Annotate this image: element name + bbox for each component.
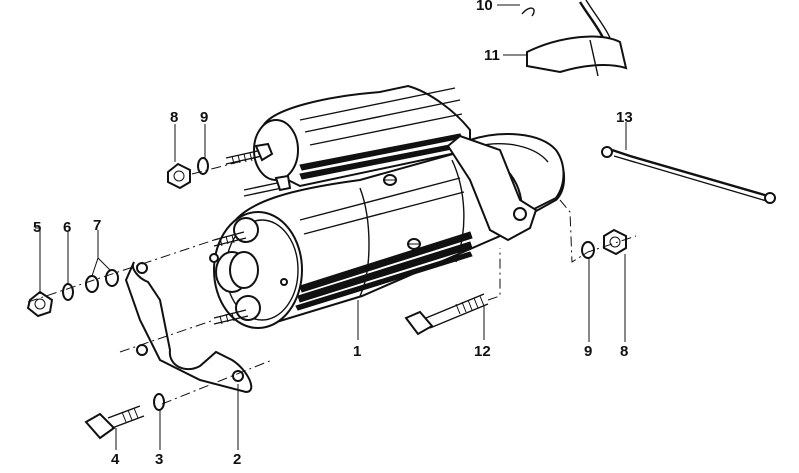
lock-washer-part-3 — [153, 393, 165, 411]
callout-12: 12 — [474, 343, 491, 360]
mounting-bracket-part-2 — [124, 261, 253, 394]
washer-part-6 — [62, 283, 74, 301]
callout-9-right: 9 — [584, 343, 592, 360]
callout-6: 6 — [63, 219, 71, 236]
callout-5: 5 — [33, 219, 41, 236]
callout-10: 10 — [476, 0, 493, 14]
callout-4: 4 — [111, 451, 120, 468]
callout-8-left: 8 — [170, 109, 178, 126]
solenoid-housing — [225, 84, 471, 197]
callout-3: 3 — [155, 451, 163, 468]
callout-8-right: 8 — [620, 343, 628, 360]
heat-shield-part-11 — [526, 35, 628, 77]
callout-11: 11 — [484, 47, 500, 64]
callout-13: 13 — [616, 109, 633, 126]
assembly-axis-lines — [27, 155, 637, 405]
callout-9-left: 9 — [200, 109, 208, 126]
washer-part-9-right — [581, 241, 595, 259]
long-bolt-part-12 — [404, 293, 489, 336]
callout-2: 2 — [233, 451, 241, 468]
nut-part-8-right — [603, 228, 627, 256]
retaining-clip-part-10 — [521, 0, 611, 41]
leader-lines — [35, 4, 627, 450]
starter-motor-part-1 — [209, 133, 566, 329]
washers-part-7 — [85, 269, 119, 293]
ground-strap-part-13 — [601, 146, 776, 204]
washer-part-9-left — [197, 157, 209, 175]
short-bolt-part-4 — [84, 405, 145, 440]
callout-1: 1 — [353, 343, 361, 360]
callout-7: 7 — [93, 217, 101, 234]
nut-part-8-left — [167, 162, 191, 190]
